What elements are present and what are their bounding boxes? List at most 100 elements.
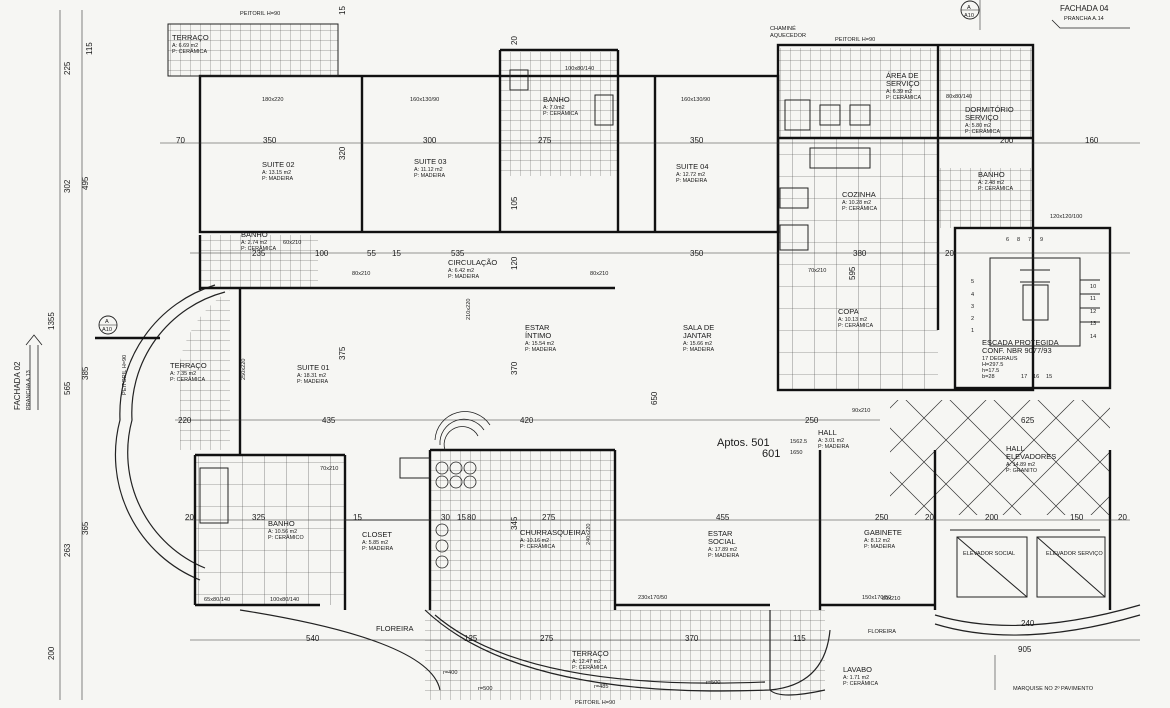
room-area-suite02: A: 13.15 m2 [262, 170, 291, 176]
stair-step-number: 3 [971, 304, 974, 310]
dim-mid-row: 20 [945, 249, 954, 258]
dim-top-row: 200 [1000, 136, 1014, 145]
room-area-terraco-left: A: 7.35 m2 [170, 371, 196, 377]
window-label-w_160a: 160x130/90 [410, 97, 439, 103]
room-area-circulacao: A: 6.42 m2 [448, 268, 474, 274]
spiral-stair [434, 411, 491, 451]
stair-step-number: 16 [1033, 374, 1039, 380]
room-name-churrasqueira: CHURRASQUEIRA [520, 528, 586, 537]
section-marker-top [960, 0, 980, 20]
room-name-suite03: SUITE 03 [414, 157, 447, 166]
dim-left-vertical: 365 [81, 521, 90, 535]
window-label-w_100: 100x80/140 [565, 66, 594, 72]
room-name-hall-elev: ELEVADORES [1006, 452, 1056, 461]
room-area-sala-jantar: A: 15.66 m2 [683, 341, 712, 347]
dim-mid-row: 350 [690, 249, 704, 258]
dim-vertical-mid: 15 [338, 6, 347, 15]
room-name-suite01: SUITE 01 [297, 363, 330, 372]
dim-bottom-row: 250 [875, 513, 889, 522]
dim-left-vertical: 302 [63, 179, 72, 193]
room-floor-estar-social: P: MADEIRA [708, 553, 740, 559]
stair-title: ESCADA PROTEGIDA [982, 338, 1059, 347]
heater-label: AQUECEDOR [770, 33, 806, 39]
room-area-closet: A: 5.85 m2 [362, 540, 388, 546]
dim-base-row: 905 [1018, 645, 1032, 654]
room-name-sala-jantar: SALA DE [683, 323, 714, 332]
room-floor-estar-intimo: P: MADEIRA [525, 347, 557, 353]
room-floor-lavabo: P: CERÂMICA [843, 680, 878, 687]
dim-mid-row: 380 [853, 249, 867, 258]
dim-top-row: 300 [423, 136, 437, 145]
tiled-floors [168, 24, 1110, 700]
window-label-w_240: 240x220 [586, 524, 592, 545]
floreira-right: FLOREIRA [868, 629, 896, 635]
room-floor-suite02: P: MADEIRA [262, 176, 294, 182]
room-floor-gabinete: P: MADEIRA [864, 544, 896, 550]
room-name-estar-social: ESTAR [708, 529, 733, 538]
room-name-sala-jantar: JANTAR [683, 331, 712, 340]
room-name-area-servico: SERVIÇO [886, 79, 920, 88]
room-name-estar-intimo: ÍNTIMO [525, 331, 551, 340]
dim-base-row: 275 [540, 634, 554, 643]
dim-top-row: 350 [690, 136, 704, 145]
peitoril-top-right: PEITORIL H=90 [835, 37, 875, 43]
stair-step-number: 15 [1046, 374, 1052, 380]
section-mark-left-letter: A [105, 319, 109, 325]
walls [193, 43, 1112, 610]
apartment-label-501: Aptos. 501 [717, 437, 770, 449]
room-name-area-servico: ÁREA DE [886, 71, 919, 80]
dim-bottom-row: 150 [1070, 513, 1084, 522]
stair-tread: b=28 [982, 374, 995, 380]
elevator-social: ELEVADOR SOCIAL [963, 551, 1015, 557]
stair-step-number: 8 [1017, 237, 1020, 243]
dim-left-vertical: 495 [81, 176, 90, 190]
stair-step-number: 6 [1006, 237, 1009, 243]
stair-step-number: 11 [1090, 296, 1096, 302]
window-label-w_160b: 160x130/90 [681, 97, 710, 103]
dimension-lines [59, 0, 1140, 700]
dim-vertical-mid: 375 [338, 346, 347, 360]
dim-bottom-row: 15 [353, 513, 362, 522]
fachada-left-title: FACHADA 02 [13, 361, 22, 410]
fachada-left-ref: PRANCHA A.13 [26, 370, 32, 410]
dim-bottom-row: 30 [441, 513, 450, 522]
stair-step-number: 10 [1090, 284, 1096, 290]
stair-step-number: 4 [971, 292, 974, 298]
level-501: 1562.5 [790, 439, 807, 445]
room-area-suite04: A: 12.72 m2 [676, 172, 705, 178]
section-marker-left [95, 315, 160, 340]
section-mark-left-sheet: A10 [102, 327, 112, 333]
room-name-hall-elev: HALL [1006, 444, 1025, 453]
window-label-w_210: 210x220 [466, 299, 472, 320]
radius-label: r=500 [706, 680, 720, 686]
elevator-service: ELEVADOR SERVIÇO [1046, 551, 1103, 557]
dim-bottom-row: 80 [467, 513, 476, 522]
dim-vertical-mid: 105 [510, 196, 519, 210]
dim-mid-row: 535 [451, 249, 465, 258]
door-label: 70x210 [320, 466, 338, 472]
dim-vertical-mid: 650 [650, 391, 659, 405]
room-area-churrasqueira: A: 10.16 m2 [520, 538, 549, 544]
room-floor-banho-suite01: P: CERÂMICO [268, 534, 304, 541]
room-floor-terraco-left: P: CERÂMICA [170, 376, 205, 383]
dim-vertical-mid: 120 [510, 256, 519, 270]
room-name-suite02: SUITE 02 [262, 160, 295, 169]
dim-lower-row: 435 [322, 416, 336, 425]
room-floor-cozinha: P: CERÂMICA [842, 205, 877, 212]
dim-mid-row: 55 [367, 249, 376, 258]
room-name-hall: HALL [818, 428, 837, 437]
dim-vertical-mid: 20 [510, 36, 519, 45]
stair-step-number: 12 [1090, 309, 1096, 315]
marquise-label: MARQUISE NO 2º PAVIMENTO [1013, 685, 1094, 692]
dim-bottom-row: 455 [716, 513, 730, 522]
room-floor-churrasqueira: P: CERÂMICA [520, 543, 555, 550]
room-name-banho-suite01: BANHO [268, 519, 295, 528]
dim-bottom-row: 20 [925, 513, 934, 522]
dim-base-row: 125 [464, 634, 478, 643]
stair-step-number: 5 [971, 279, 974, 285]
room-name-terraco-bottom: TERRAÇO [572, 649, 609, 658]
peitoril-bottom: PEITORIL H=90 [575, 700, 615, 706]
stair-step-number: 14 [1090, 334, 1096, 340]
dim-left-top: 225 [63, 61, 72, 75]
